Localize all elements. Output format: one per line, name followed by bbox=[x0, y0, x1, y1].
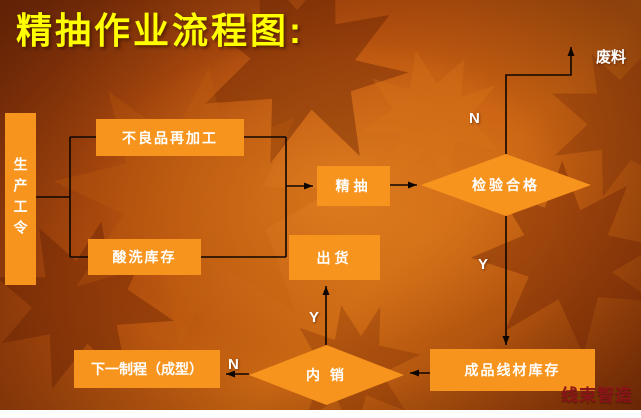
node-pickling-stock: 酸洗库存 bbox=[88, 239, 201, 275]
node-shipment: 出货 bbox=[289, 235, 380, 280]
node-finished-wire-stock: 成品线材库存 bbox=[430, 349, 595, 391]
node-production-order-label: 生产工令 bbox=[12, 157, 29, 241]
node-defective-rework: 不良品再加工 bbox=[96, 119, 244, 156]
page-title: 精抽作业流程图: bbox=[16, 10, 304, 51]
branch-label-inspection-yes: Y bbox=[478, 256, 489, 273]
node-fine-drawing: 精抽 bbox=[317, 166, 390, 206]
bottom-white-bar bbox=[0, 410, 641, 418]
node-production-order: 生产工令 bbox=[5, 113, 36, 285]
branch-label-inspection-no: N bbox=[469, 110, 480, 127]
branch-label-domestic-yes: Y bbox=[309, 309, 320, 326]
watermark: 线束智造 bbox=[561, 386, 633, 405]
terminal-waste-label: 废料 bbox=[596, 49, 627, 66]
branch-label-domestic-no: N bbox=[228, 356, 239, 373]
node-next-process-forming: 下一制程（成型） bbox=[74, 350, 220, 388]
